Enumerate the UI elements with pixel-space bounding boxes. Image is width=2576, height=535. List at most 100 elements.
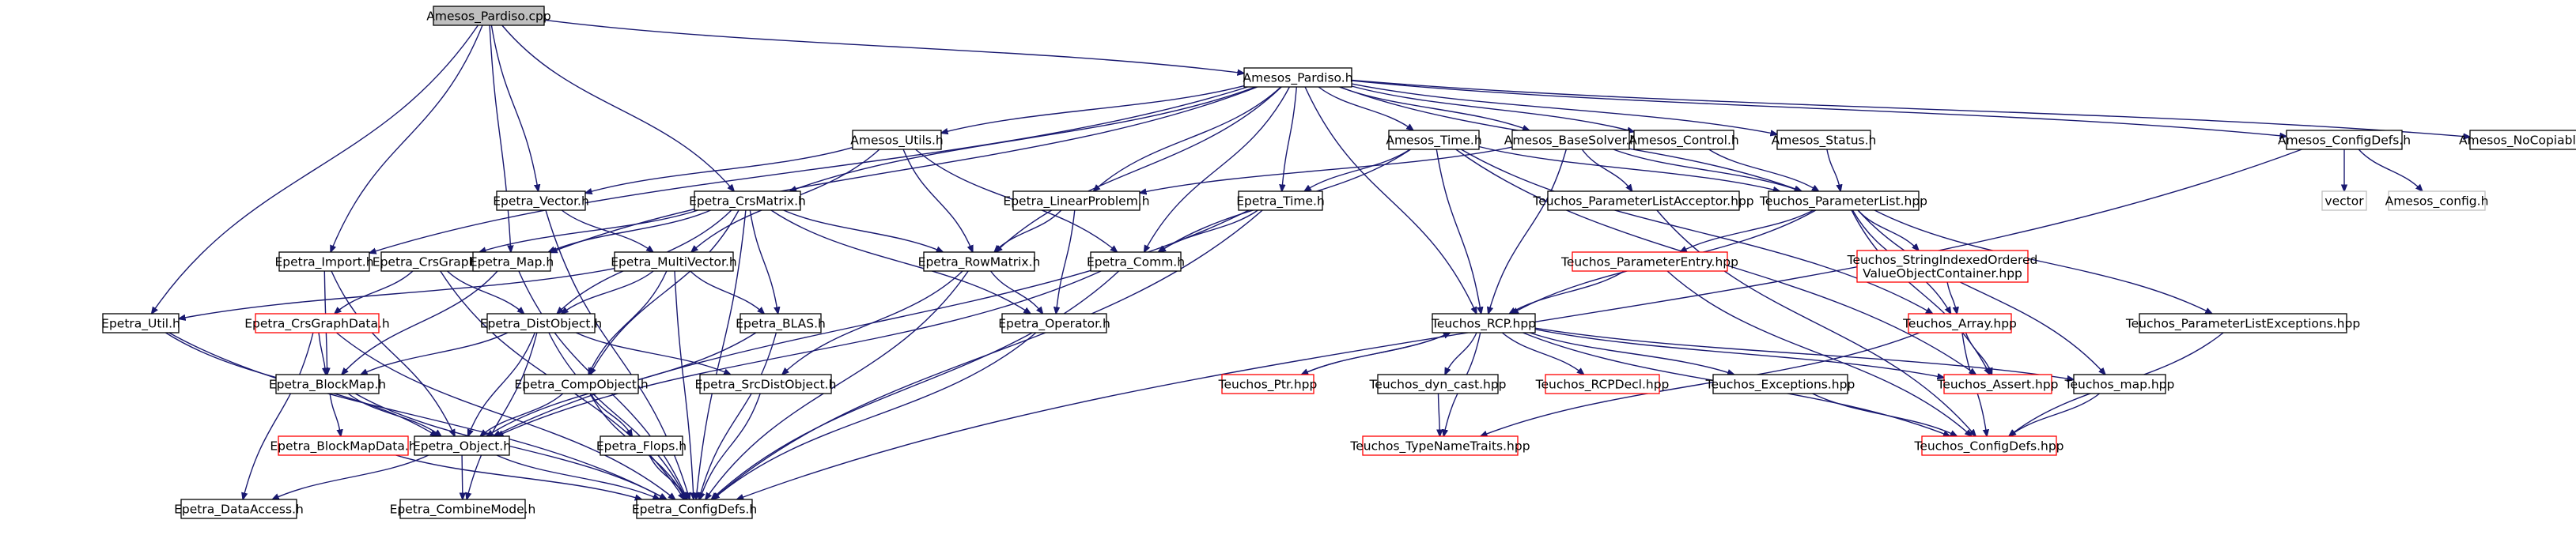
node-epetra-blockmapdata-h[interactable]: Epetra_BlockMapData.h bbox=[270, 435, 417, 456]
node-box[interactable] bbox=[614, 251, 734, 272]
node-box[interactable] bbox=[1090, 251, 1182, 272]
node-box[interactable] bbox=[1377, 374, 1499, 394]
node-teuchos-map-hpp[interactable]: Teuchos_map.hpp bbox=[2064, 374, 2175, 394]
node-box[interactable] bbox=[1238, 190, 1323, 211]
node-teuchos-exceptions-hpp[interactable]: Teuchos_Exceptions.hpp bbox=[1705, 374, 1855, 394]
node-box[interactable] bbox=[2139, 313, 2347, 333]
node-box[interactable] bbox=[255, 313, 380, 333]
node-box[interactable] bbox=[1388, 130, 1480, 150]
node-epetra-distobject-h[interactable]: Epetra_DistObject.h bbox=[480, 313, 603, 333]
node-teuchos-assert-hpp[interactable]: Teuchos_Assert.hpp bbox=[1936, 374, 2059, 394]
node-box[interactable] bbox=[923, 251, 1035, 272]
node-epetra-object-h[interactable]: Epetra_Object.h bbox=[413, 435, 511, 456]
node-box[interactable] bbox=[1221, 374, 1314, 394]
node-box[interactable] bbox=[852, 130, 942, 150]
node-epetra-comm-h[interactable]: Epetra_Comm.h bbox=[1087, 251, 1185, 272]
node-box[interactable] bbox=[1712, 374, 1848, 394]
node-box[interactable] bbox=[180, 499, 297, 519]
node-box[interactable] bbox=[1856, 250, 2029, 283]
node-epetra-crsgraphdata-h[interactable]: Epetra_CrsGraphData.h bbox=[244, 313, 390, 333]
node-teuchos-array-hpp[interactable]: Teuchos_Array.hpp bbox=[1902, 313, 2017, 333]
node-box[interactable] bbox=[486, 313, 596, 333]
node-box[interactable] bbox=[1768, 190, 1920, 211]
node-box[interactable] bbox=[2388, 190, 2486, 211]
node-box[interactable] bbox=[278, 435, 409, 456]
node-box[interactable] bbox=[600, 435, 683, 456]
node-box[interactable] bbox=[1012, 190, 1140, 211]
node-box[interactable] bbox=[694, 190, 801, 211]
node-amesos-pardiso-cpp[interactable]: Amesos_Pardiso.cpp bbox=[426, 6, 551, 26]
node-teuchos-rcp-hpp[interactable]: Teuchos_RCP.hpp bbox=[1431, 313, 1536, 333]
node-epetra-import-h[interactable]: Epetra_Import.h bbox=[274, 251, 374, 272]
node-box[interactable] bbox=[1001, 313, 1107, 333]
node-box[interactable] bbox=[740, 313, 822, 333]
node-box[interactable] bbox=[1432, 313, 1536, 333]
node-box[interactable] bbox=[1943, 374, 2052, 394]
node-epetra-crsgraph-h[interactable]: Epetra_CrsGraph.h bbox=[373, 251, 488, 272]
node-box[interactable] bbox=[2469, 130, 2576, 150]
node-amesos-basesolver-h[interactable]: Amesos_BaseSolver.h bbox=[1504, 130, 1637, 150]
node-box[interactable] bbox=[2286, 130, 2403, 150]
node-epetra-linearproblem-h[interactable]: Epetra_LinearProblem.h bbox=[1003, 190, 1150, 211]
node-label: Teuchos_TypeNameTraits.hpp bbox=[1349, 439, 1530, 454]
node-box[interactable] bbox=[1362, 435, 1519, 456]
node-box[interactable] bbox=[275, 374, 380, 394]
node-box[interactable] bbox=[102, 313, 180, 333]
node-box[interactable] bbox=[699, 374, 832, 394]
node-teuchos-parameterentry-hpp[interactable]: Teuchos_ParameterEntry.hpp bbox=[1560, 251, 1738, 272]
node-teuchos-dyn-cast-hpp[interactable]: Teuchos_dyn_cast.hpp bbox=[1368, 374, 1507, 394]
node-amesos-config-h[interactable]: Amesos_config.h bbox=[2385, 190, 2489, 211]
node-amesos-status-h[interactable]: Amesos_Status.h bbox=[1772, 130, 1877, 150]
node-box[interactable] bbox=[1545, 374, 1660, 394]
node-epetra-flops-h[interactable]: Epetra_Flops.h bbox=[596, 435, 687, 456]
node-teuchos-parameterlistacceptor-hpp[interactable]: Teuchos_ParameterListAcceptor.hpp bbox=[1532, 190, 1754, 211]
node-box[interactable] bbox=[1633, 130, 1734, 150]
node-teuchos-parameterlist-hpp[interactable]: Teuchos_ParameterList.hpp bbox=[1759, 190, 1927, 211]
node-epetra-srcdistobject-h[interactable]: Epetra_SrcDistObject.h bbox=[695, 374, 837, 394]
node-box[interactable] bbox=[1547, 190, 1740, 211]
node-box[interactable] bbox=[1572, 251, 1728, 272]
node-box[interactable] bbox=[1908, 313, 2012, 333]
node-epetra-blockmap-h[interactable]: Epetra_BlockMap.h bbox=[269, 374, 386, 394]
node-epetra-util-h[interactable]: Epetra_Util.h bbox=[101, 313, 180, 333]
node-epetra-dataaccess-h[interactable]: Epetra_DataAccess.h bbox=[174, 499, 304, 519]
node-teuchos-rcpdecl-hpp[interactable]: Teuchos_RCPDecl.hpp bbox=[1535, 374, 1670, 394]
node-teuchos-configdefs-hpp[interactable]: Teuchos_ConfigDefs.hpp bbox=[1913, 435, 2064, 456]
node-box[interactable] bbox=[2073, 374, 2166, 394]
node-epetra-map-h[interactable]: Epetra_Map.h bbox=[470, 251, 554, 272]
node-teuchos-stringindexed-hpp[interactable]: Teuchos_StringIndexedOrderedValueObjectC… bbox=[1847, 250, 2038, 283]
node-amesos-pardiso-h[interactable]: Amesos_Pardiso.h bbox=[1243, 67, 1353, 88]
node-box[interactable] bbox=[1511, 130, 1630, 150]
node-box[interactable] bbox=[1921, 435, 2057, 456]
node-box[interactable] bbox=[433, 6, 545, 26]
node-amesos-nocopiable-h[interactable]: Amesos_NoCopiable.h bbox=[2459, 130, 2576, 150]
node-box[interactable] bbox=[1776, 130, 1871, 150]
node-epetra-multivector-h[interactable]: Epetra_MultiVector.h bbox=[611, 251, 737, 272]
node-epetra-operator-h[interactable]: Epetra_Operator.h bbox=[998, 313, 1110, 333]
node-box[interactable] bbox=[1243, 67, 1352, 88]
node-epetra-time-h[interactable]: Epetra_Time.h bbox=[1236, 190, 1325, 211]
node-amesos-control-h[interactable]: Amesos_Control.h bbox=[1628, 130, 1739, 150]
node-amesos-configdefs-h[interactable]: Amesos_ConfigDefs.h bbox=[2278, 130, 2411, 150]
node-teuchos-ptr-hpp[interactable]: Teuchos_Ptr.hpp bbox=[1218, 374, 1318, 394]
node-box[interactable] bbox=[496, 190, 586, 211]
node-box[interactable] bbox=[524, 374, 639, 394]
node-amesos-time-h[interactable]: Amesos_Time.h bbox=[1386, 130, 1482, 150]
node-box[interactable] bbox=[399, 499, 526, 519]
node-amesos-utils-h[interactable]: Amesos_Utils.h bbox=[850, 130, 944, 150]
node-vector[interactable]: vector bbox=[2321, 190, 2367, 211]
node-box[interactable] bbox=[278, 251, 370, 272]
node-epetra-rowmatrix-h[interactable]: Epetra_RowMatrix.h bbox=[918, 251, 1041, 272]
node-box[interactable] bbox=[414, 435, 510, 456]
node-teuchos-parameterlistexceptions-hpp[interactable]: Teuchos_ParameterListExceptions.hpp bbox=[2125, 313, 2360, 333]
node-epetra-combinemode-h[interactable]: Epetra_CombineMode.h bbox=[390, 499, 536, 519]
node-box[interactable] bbox=[636, 499, 753, 519]
node-teuchos-typenametraits-hpp[interactable]: Teuchos_TypeNameTraits.hpp bbox=[1349, 435, 1530, 456]
node-epetra-vector-h[interactable]: Epetra_Vector.h bbox=[493, 190, 589, 211]
node-epetra-compobject-h[interactable]: Epetra_CompObject.h bbox=[514, 374, 649, 394]
node-epetra-configdefs-h[interactable]: Epetra_ConfigDefs.h bbox=[632, 499, 757, 519]
node-epetra-blas-h[interactable]: Epetra_BLAS.h bbox=[736, 313, 826, 333]
node-box[interactable] bbox=[472, 251, 551, 272]
node-box[interactable] bbox=[2321, 190, 2367, 211]
node-epetra-crsmatrix-h[interactable]: Epetra_CrsMatrix.h bbox=[689, 190, 806, 211]
